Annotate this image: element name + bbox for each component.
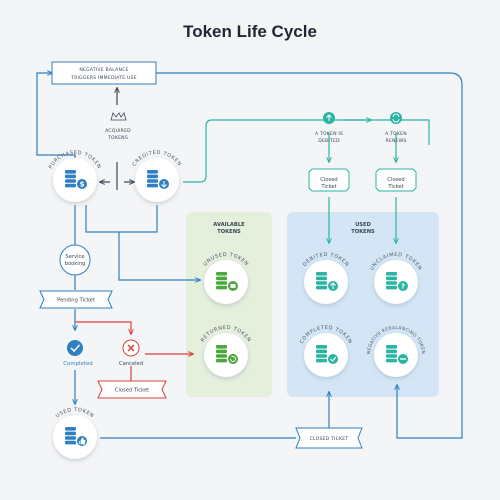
closed-ticket-red-label: Closed Ticket (115, 388, 149, 394)
service-booking-node (59, 244, 91, 276)
coins-minus-icon (386, 345, 409, 365)
crown-icon (110, 112, 127, 121)
available-tokens-title-line2: TOKENS (217, 229, 241, 235)
closed-ticket-bottom-label: CLOSED TICKET (310, 436, 349, 442)
purchased-to-negative-connector (36, 73, 76, 162)
closed-ticket-debited-box (308, 168, 350, 192)
acquired-tokens-line2: TOKENS (107, 135, 128, 141)
available-tokens-title-line1: AVAILABLE (213, 222, 245, 228)
debited-event-line1: A TOKEN IS (315, 131, 343, 137)
closed-ticket-renews-line2: Ticket (387, 184, 403, 190)
used-token-node: USED TOKEN (53, 407, 97, 459)
negative-balance-line1: NEGATIVE BALANCE (79, 67, 128, 73)
returned-token-node: RETURNED TOKEN (200, 325, 252, 377)
closed-ticket-debited-line2: Ticket (320, 184, 336, 190)
renews-event-line1: A TOKEN (385, 131, 407, 137)
negative-balance-box (51, 61, 157, 85)
page-title: Token Life Cycle (183, 22, 317, 41)
closed-ticket-renews-box (375, 168, 417, 192)
coins-download-icon (147, 170, 170, 190)
coins-return-icon (216, 345, 239, 365)
coins-dollar-icon: $ (65, 170, 88, 190)
closed-ticket-bottom-box (295, 427, 363, 449)
completed-token-node: COMPLETED TOKEN (299, 325, 353, 377)
service-booking-line1: Service (65, 254, 84, 260)
closed-ticket-renews-line1: Closed (387, 177, 404, 183)
check-circle-icon (67, 340, 83, 356)
closed-ticket-red-box (97, 380, 167, 399)
used-tokens-title-line1: USED (355, 222, 371, 228)
svg-text:$: $ (80, 181, 85, 189)
coins-question-icon: ? (386, 272, 409, 292)
coins-thumbs-up-icon (65, 427, 88, 447)
credited-token-node: CREDITED TOKEN (132, 150, 182, 202)
completed-label: Completed (63, 361, 92, 367)
pending-ticket-box (39, 290, 113, 309)
closed-ticket-debited-line1: Closed (320, 177, 337, 183)
loop-connector (128, 72, 463, 439)
svg-text:?: ? (401, 283, 405, 291)
coins-check-icon (316, 345, 339, 365)
negative-balance-line2: TRIGGERS IMMEDIATE USE (70, 75, 137, 81)
acquired-tokens-line1: ACQUIRED (105, 128, 131, 134)
used-tokens-title-line2: TOKENS (351, 229, 375, 235)
purchased-token-node: PURCHASED TOKEN $ (48, 150, 102, 202)
coins-arrow-up-icon (316, 272, 339, 292)
pending-ticket-label: Pending Ticket (57, 298, 95, 304)
canceled-label: Canceled (119, 361, 143, 367)
renews-event-line2: RENEWS (385, 138, 406, 144)
coins-folder-icon (216, 272, 239, 292)
service-booking-line2: booking (65, 261, 86, 267)
debited-event-line2: DEBITED (318, 138, 340, 144)
unclaimed-token-node: UNCLAIMED TOKEN ? (369, 252, 422, 304)
credited-teal-connector (183, 119, 430, 183)
connectors (36, 72, 463, 439)
